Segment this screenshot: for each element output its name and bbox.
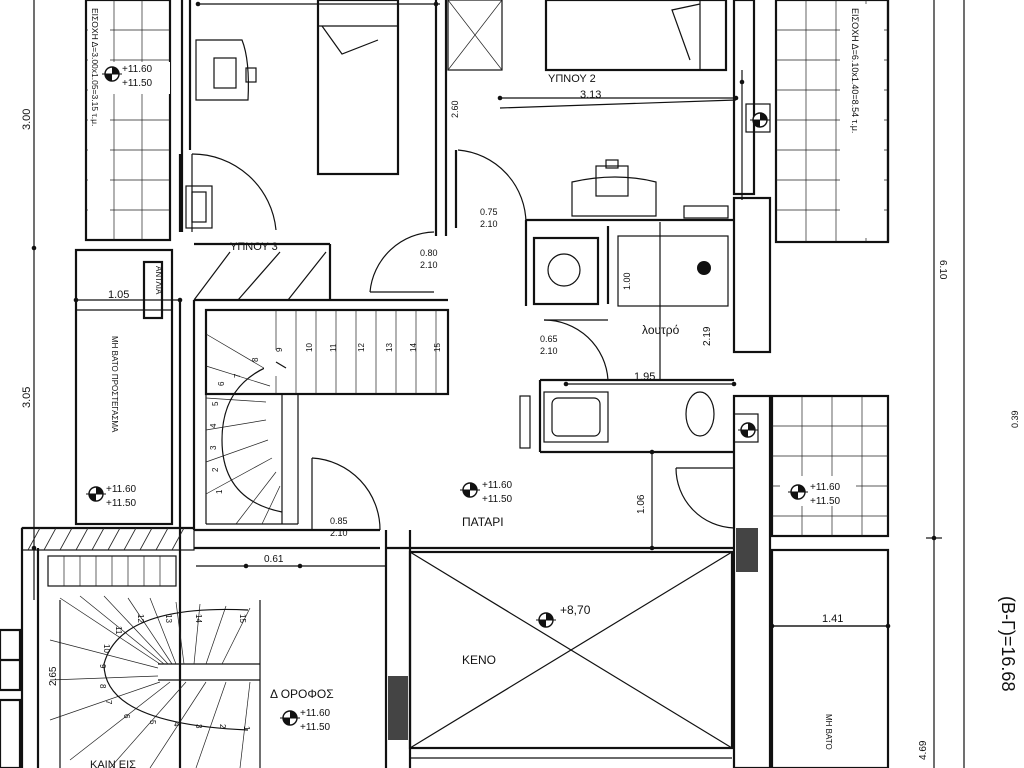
void-area xyxy=(408,550,734,759)
level-bottom: +11.50 xyxy=(106,498,137,509)
stair-step-number: 8 xyxy=(251,357,260,362)
dim-039: 0.39 xyxy=(1010,410,1020,428)
stair-step-number: 1 xyxy=(242,726,251,731)
stair-step-number: 3 xyxy=(194,724,203,729)
dim-610: 6.10 xyxy=(937,260,948,280)
level-top: +11.60 xyxy=(106,484,137,495)
left-wall-strip xyxy=(31,0,174,600)
note-top-left-sill: ΕΙΣΟΧΗ Δ=3.00x1.05=3.15 τ.μ. xyxy=(90,8,100,126)
room-bedroom2: ΥΠΝΟΥ 2 xyxy=(548,73,596,85)
dim-100: 1.00 xyxy=(622,272,632,290)
furniture xyxy=(185,0,771,449)
door-height: 2.10 xyxy=(420,260,438,270)
right-balcony-mid xyxy=(770,394,890,768)
door-height: 2.10 xyxy=(330,528,348,538)
stair-step-number: 9 xyxy=(275,347,284,352)
stair-step-number: 4 xyxy=(172,722,181,727)
stair-step-number: 12 xyxy=(357,343,366,352)
stair-step-number: 10 xyxy=(102,644,111,653)
dim-061: 0.61 xyxy=(264,554,284,565)
note-right-bottom: ΜΗ ΒΑΤΟ xyxy=(824,714,833,750)
doors xyxy=(178,149,735,531)
level-top: +11.60 xyxy=(810,482,841,493)
room-void: ΚΕΝΟ xyxy=(462,653,496,667)
door-height: 2.10 xyxy=(480,219,498,229)
level-top: +11.60 xyxy=(122,64,153,75)
stair-step-number: 13 xyxy=(164,614,173,623)
stair-step-number: 5 xyxy=(148,720,157,725)
dim-106: 1.06 xyxy=(636,494,647,514)
door-width: 0.80 xyxy=(420,248,438,258)
dim-total: (Β-Γ)=16.68 xyxy=(998,596,1018,691)
level-top: +11.60 xyxy=(300,708,331,719)
walls xyxy=(0,0,772,768)
stair-step-number: 3 xyxy=(209,445,218,450)
stair-step-number: 14 xyxy=(409,343,418,352)
dim-265: 2.65 xyxy=(48,666,59,686)
stair-step-number: 12 xyxy=(136,614,145,623)
level-top: +11.60 xyxy=(482,480,513,491)
room-bottom: ΚΑΙΝ ΕΙΣ xyxy=(90,759,136,768)
stair-step-number: 1 xyxy=(215,489,224,494)
right-dimension-lines xyxy=(926,0,965,768)
level-bottom: +11.50 xyxy=(482,494,513,505)
dim-313: 3.13 xyxy=(580,89,601,101)
right-balcony-top xyxy=(774,0,890,244)
stair-step-number: 11 xyxy=(114,626,123,635)
stair-step-number: 7 xyxy=(233,373,242,378)
stair-step-number: 6 xyxy=(217,381,226,386)
stair-step-number: 2 xyxy=(218,724,227,729)
dim-105: 1.05 xyxy=(108,289,129,301)
room-bedroom3: ΥΠΝΟΥ 3 xyxy=(230,241,278,253)
stair-step-number: 8 xyxy=(98,684,107,689)
door-width: 0.85 xyxy=(330,516,348,526)
stair-step-number: 15 xyxy=(238,614,247,623)
labels: ΥΠΝΟΥ 3 ΥΠΝΟΥ 2 λουτρό ΠΑΤΑΡΙ ΚΕΝΟ Δ ΟΡΟ… xyxy=(21,8,1020,768)
stair-step-number: 7 xyxy=(104,700,113,705)
dim-469: 4.69 xyxy=(918,740,929,760)
stair-step-number: 10 xyxy=(305,343,314,352)
stair-step-number: 14 xyxy=(194,614,203,623)
level-bottom: +11.50 xyxy=(300,722,331,733)
note-left-wall: ΜΗ ΒΑΤΟ ΠΡΟΣΤΕΓΑΣΜΑ xyxy=(110,336,119,433)
hatched-beam xyxy=(21,527,195,551)
stair-step-number: 9 xyxy=(98,664,107,669)
stair-step-number: 5 xyxy=(211,401,220,406)
door-width: 0.75 xyxy=(480,207,498,217)
stair-step-number: 4 xyxy=(209,423,218,428)
dim-141: 1.41 xyxy=(822,613,843,625)
dim-195: 1.95 xyxy=(634,371,655,383)
stair-step-number: 2 xyxy=(211,467,220,472)
room-bath: λουτρό xyxy=(642,323,680,337)
room-loft: ΠΑΤΑΡΙ xyxy=(462,515,504,529)
door-width: 0.65 xyxy=(540,334,558,344)
void-level: +8,70 xyxy=(560,603,591,617)
door-height: 2.10 xyxy=(540,346,558,356)
dim-300: 3.00 xyxy=(21,109,33,130)
note-top-right-sill: ΕΙΣΟΧΗ Δ=6.10x1.40=8.54 τ.μ. xyxy=(850,8,860,133)
pump-label: ΑΝΤΛΙΑ xyxy=(154,266,163,295)
dimension-lines xyxy=(59,1,891,768)
dim-260: 2.60 xyxy=(450,100,460,118)
room-floor: Δ ΟΡΟΦΟΣ xyxy=(270,687,334,701)
stair-step-number: 6 xyxy=(122,714,131,719)
dim-305: 3.05 xyxy=(21,387,33,408)
dim-219: 2.19 xyxy=(702,326,713,346)
stair-step-number: 11 xyxy=(329,343,338,352)
level-bottom: +11.50 xyxy=(122,78,153,89)
level-bottom: +11.50 xyxy=(810,496,841,507)
stair-step-number: 15 xyxy=(433,343,442,352)
stair-step-number: 13 xyxy=(385,343,394,352)
